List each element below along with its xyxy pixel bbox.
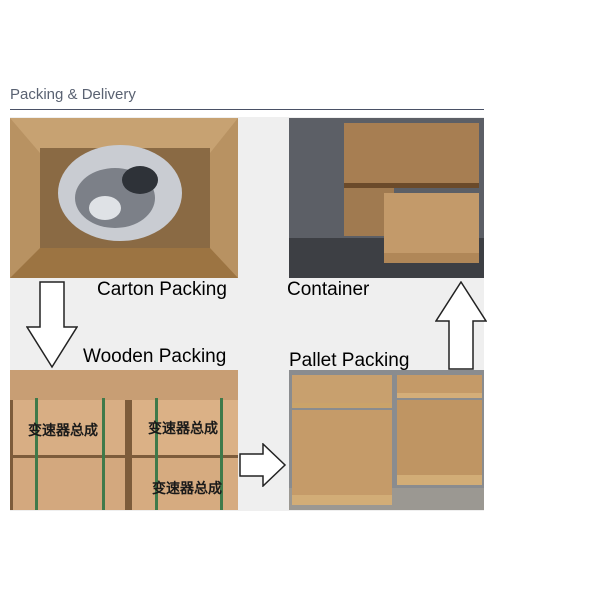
crate-label: 变速器总成 (152, 481, 222, 497)
crate-label: 变速器总成 (28, 423, 98, 439)
pallet-packing-photo (289, 370, 484, 510)
carton-packing-photo (10, 118, 238, 278)
section-title: Packing & Delivery (10, 86, 136, 103)
arrow-down-icon (26, 281, 78, 369)
crate-label: 变速器总成 (148, 421, 218, 437)
step-label-container: Container (287, 279, 370, 300)
title-divider (10, 109, 484, 110)
step-label-wooden: Wooden Packing (83, 346, 227, 367)
wooden-packing-photo: 变速器总成 变速器总成 变速器总成 (10, 370, 238, 510)
step-label-pallet: Pallet Packing (289, 350, 410, 371)
step-label-carton: Carton Packing (97, 279, 227, 300)
arrow-up-icon (435, 281, 487, 370)
arrow-right-icon (239, 443, 287, 487)
container-photo (289, 118, 484, 278)
